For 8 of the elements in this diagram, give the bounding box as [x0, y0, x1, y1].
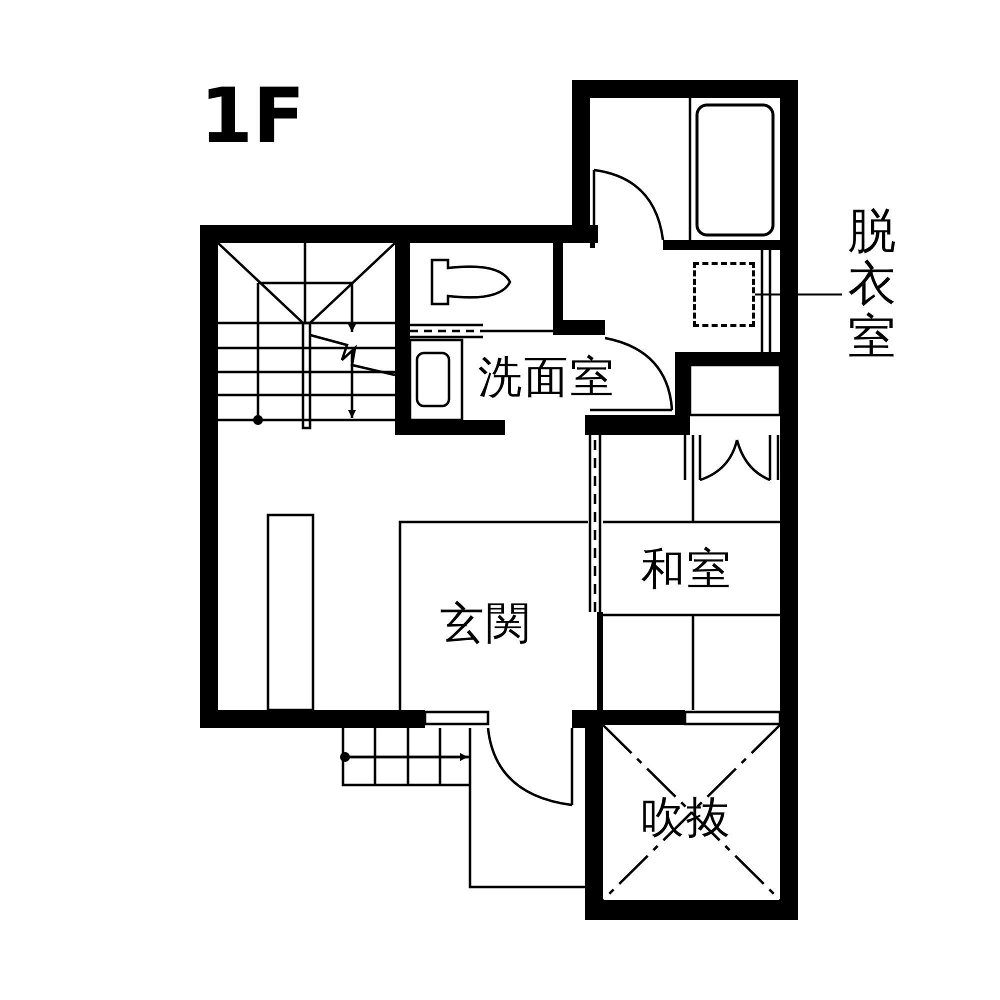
floor-title: 1F — [200, 78, 305, 154]
room-label: 脱衣室 — [848, 205, 898, 364]
leader-line — [755, 294, 842, 296]
room-label: 和室 — [641, 548, 733, 592]
room-label: 玄関 — [440, 602, 532, 646]
room-label: 吹抜 — [640, 796, 732, 840]
room-label: 洗面室 — [478, 356, 616, 400]
dashed-outline — [693, 262, 755, 327]
